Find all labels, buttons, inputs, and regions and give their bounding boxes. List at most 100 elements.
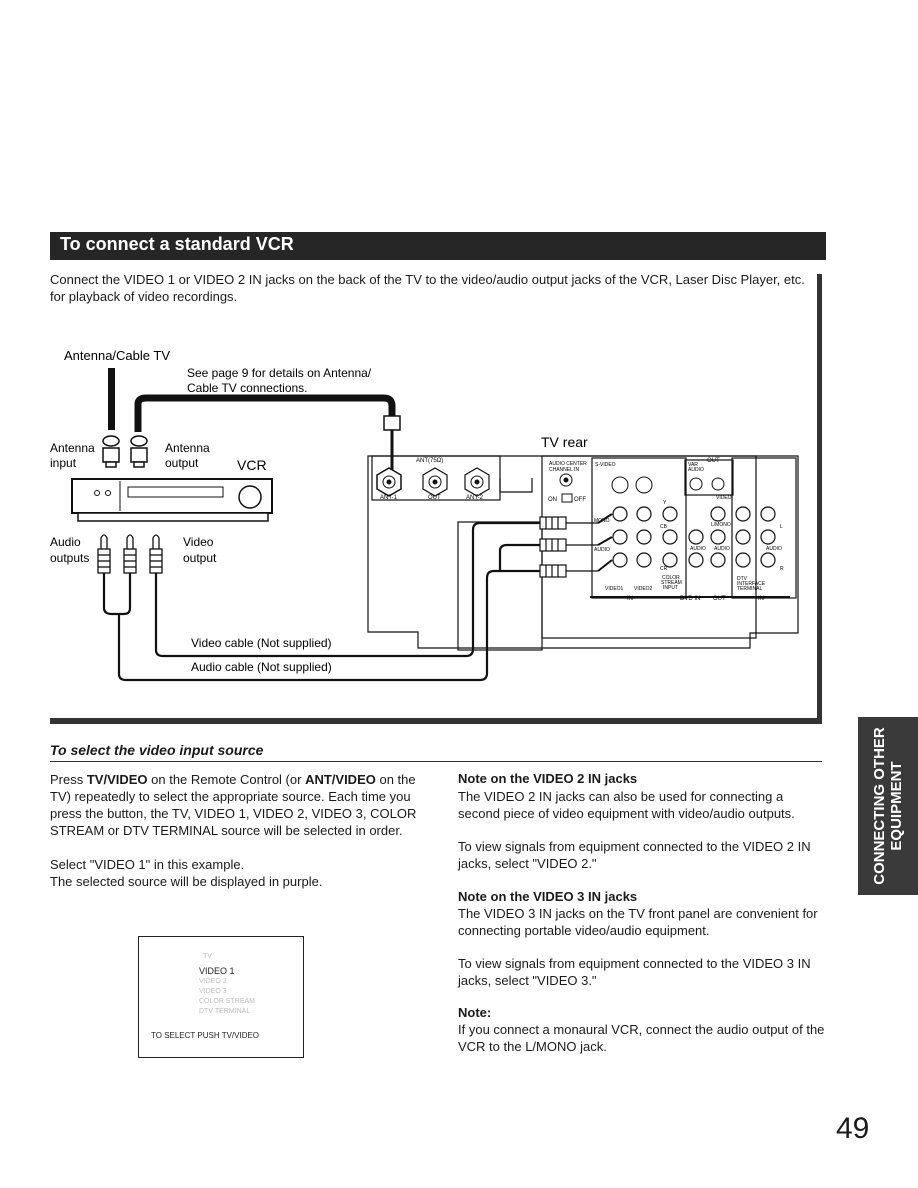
- note-monaural-p1: If you connect a monaural VCR, connect t…: [458, 1022, 825, 1054]
- panel-out-top-label: OUT: [707, 458, 720, 464]
- ant-video-button-name: ANT/VIDEO: [305, 772, 376, 787]
- audio-outputs-label-1: Audio: [50, 535, 81, 549]
- panel-dtv-label-3: TERMINAL: [737, 586, 763, 592]
- vcr-label: VCR: [237, 457, 267, 473]
- video-cable-label: Video cable (Not supplied): [191, 636, 332, 650]
- osd-item-color-stream: COLOR STREAM: [199, 998, 256, 1005]
- chapter-side-tab: CONNECTING OTHER EQUIPMENT: [858, 717, 918, 895]
- left-column-p3: The selected source will be displayed in…: [50, 874, 323, 889]
- diagram-bottom-rule: [50, 718, 822, 724]
- antenna-input-label-1: Antenna: [50, 441, 95, 455]
- intro-paragraph: Connect the VIDEO 1 or VIDEO 2 IN jacks …: [50, 272, 805, 304]
- panel-out-label: OUT: [428, 495, 441, 501]
- video-output-label-2: output: [183, 551, 217, 565]
- rca-jack-grid: [612, 506, 776, 568]
- osd-item-tv: TV: [203, 953, 212, 960]
- video-output-label-1: Video: [183, 535, 214, 549]
- note-video2-p1: The VIDEO 2 IN jacks can also be used fo…: [458, 789, 795, 821]
- panel-l-mono-label: L/MONO: [711, 522, 731, 528]
- osd-item-video3: VIDEO 3: [199, 988, 227, 995]
- var-audio-jack-l: [689, 477, 703, 491]
- tv-rear-label: TV rear: [541, 434, 588, 450]
- panel-color-stream-label-1: COLOR: [662, 575, 680, 581]
- tv-antenna-jacks: [376, 467, 490, 497]
- note-heading: Note:: [458, 1005, 492, 1020]
- panel-in-label: IN: [627, 596, 633, 602]
- subsection-title: To select the video input source: [50, 742, 264, 758]
- panel-var-audio-label-1: VAR: [688, 462, 698, 468]
- osd-item-video1: VIDEO 1: [199, 966, 235, 976]
- see-page-note-line2: Cable TV connections.: [187, 381, 308, 395]
- audio-outputs-label-2: outputs: [50, 551, 89, 565]
- panel-in-label-2: IN: [758, 596, 764, 602]
- antenna-output-label-2: output: [165, 456, 199, 470]
- note-video2-heading: Note on the VIDEO 2 IN jacks: [458, 771, 638, 786]
- panel-l-label: L: [780, 524, 783, 530]
- panel-color-stream-label-2: STREAM: [661, 580, 682, 586]
- panel-audio-label-3: AUDIO: [714, 546, 730, 552]
- on-screen-menu-illustration: TV VIDEO 1 VIDEO 2 VIDEO 3 COLOR STREAM …: [138, 936, 304, 1058]
- note-video3-p2: To view signals from equipment connected…: [458, 956, 811, 988]
- center-channel-switch: [561, 493, 573, 503]
- side-tab-line2: EQUIPMENT: [888, 761, 905, 851]
- vcr-device: [71, 478, 273, 522]
- av-cables: [102, 521, 540, 682]
- side-tab-text: CONNECTING OTHER EQUIPMENT: [871, 727, 905, 885]
- p1-text-a: Press: [50, 772, 87, 787]
- antenna-input-label-2: input: [50, 456, 77, 470]
- osd-item-dtv-terminal: DTV TERMINAL: [199, 1008, 251, 1015]
- antenna-output-label-1: Antenna: [165, 441, 210, 455]
- panel-audio-label-4: AUDIO: [766, 546, 782, 552]
- audio-cable-label: Audio cable (Not supplied): [191, 660, 332, 674]
- vcr-rca-plugs: [97, 534, 163, 574]
- panel-color-stream-label-3: INPUT: [663, 585, 678, 591]
- osd-item-video2: VIDEO 2: [199, 978, 227, 985]
- panel-s-video-label: S-VIDEO: [595, 462, 616, 468]
- connection-diagram: Antenna/Cable TV See page 9 for details …: [50, 348, 799, 682]
- panel-video1-label: VIDEO1: [605, 586, 624, 592]
- note-video3-p1: The VIDEO 3 IN jacks on the TV front pan…: [458, 906, 818, 938]
- panel-cr-label: CR: [660, 566, 668, 572]
- panel-audio-label: AUDIO: [594, 547, 610, 553]
- panel-r-label: R: [780, 566, 784, 572]
- see-page-note-line1: See page 9 for details on Antenna/: [187, 366, 372, 380]
- panel-video-label: VIDEO: [716, 495, 732, 501]
- section-header-bar: To connect a standard VCR: [50, 232, 826, 260]
- page-number: 49: [836, 1112, 870, 1145]
- vcr-antenna-connectors: [102, 435, 148, 468]
- left-column-paragraph: Press TV/VIDEO on the Remote Control (or…: [50, 771, 420, 839]
- panel-video2-label: VIDEO2: [634, 586, 653, 592]
- left-column-p2: Select "VIDEO 1" in this example.: [50, 857, 245, 872]
- subsection-rule: [50, 761, 822, 762]
- panel-on-label: ON: [548, 497, 557, 503]
- side-tab-line1: CONNECTING OTHER: [871, 727, 888, 885]
- antenna-cable: [108, 368, 396, 432]
- note-video3-heading: Note on the VIDEO 3 IN jacks: [458, 889, 638, 904]
- p1-text-c: on the Remote Control (or: [147, 772, 306, 787]
- panel-out-bottom-label: OUT: [713, 596, 726, 602]
- panel-y-label: Y: [663, 500, 667, 506]
- panel-audio-label-2: AUDIO: [690, 546, 706, 552]
- antenna-cable-tv-label: Antenna/Cable TV: [64, 348, 170, 363]
- var-audio-jack-r: [711, 477, 725, 491]
- s-video-jack-1: [611, 476, 629, 494]
- panel-cb-label: CB: [660, 524, 668, 530]
- section-title: To connect a standard VCR: [60, 234, 294, 254]
- panel-var-audio-label-2: AUDIO: [688, 467, 704, 473]
- panel-audio-center-label-1: AUDIO CENTER: [549, 461, 587, 467]
- panel-dvd-in-label: DVD IN: [680, 596, 700, 602]
- panel-ant1-label: ANT-1: [380, 495, 398, 501]
- panel-dtv-label-2: INTERFACE: [737, 581, 766, 587]
- tv-antenna-plug: [383, 415, 401, 431]
- panel-ant-label: ANT(75Ω): [416, 458, 443, 464]
- s-video-jack-2: [635, 476, 653, 494]
- panel-ant2-label: ANT-2: [466, 495, 484, 501]
- panel-dtv-label-1: DTV: [737, 576, 748, 582]
- note-video2-p2: To view signals from equipment connected…: [458, 839, 811, 871]
- right-edge-rule: [817, 274, 822, 720]
- p1-text-e: on the TV) repeatedly to select the appr…: [50, 772, 417, 838]
- tv-inserted-plugs: [539, 513, 613, 578]
- tv-video-button-name: TV/VIDEO: [86, 772, 148, 787]
- panel-off-label: OFF: [574, 497, 586, 503]
- osd-footer: TO SELECT PUSH TV/VIDEO: [151, 1031, 260, 1040]
